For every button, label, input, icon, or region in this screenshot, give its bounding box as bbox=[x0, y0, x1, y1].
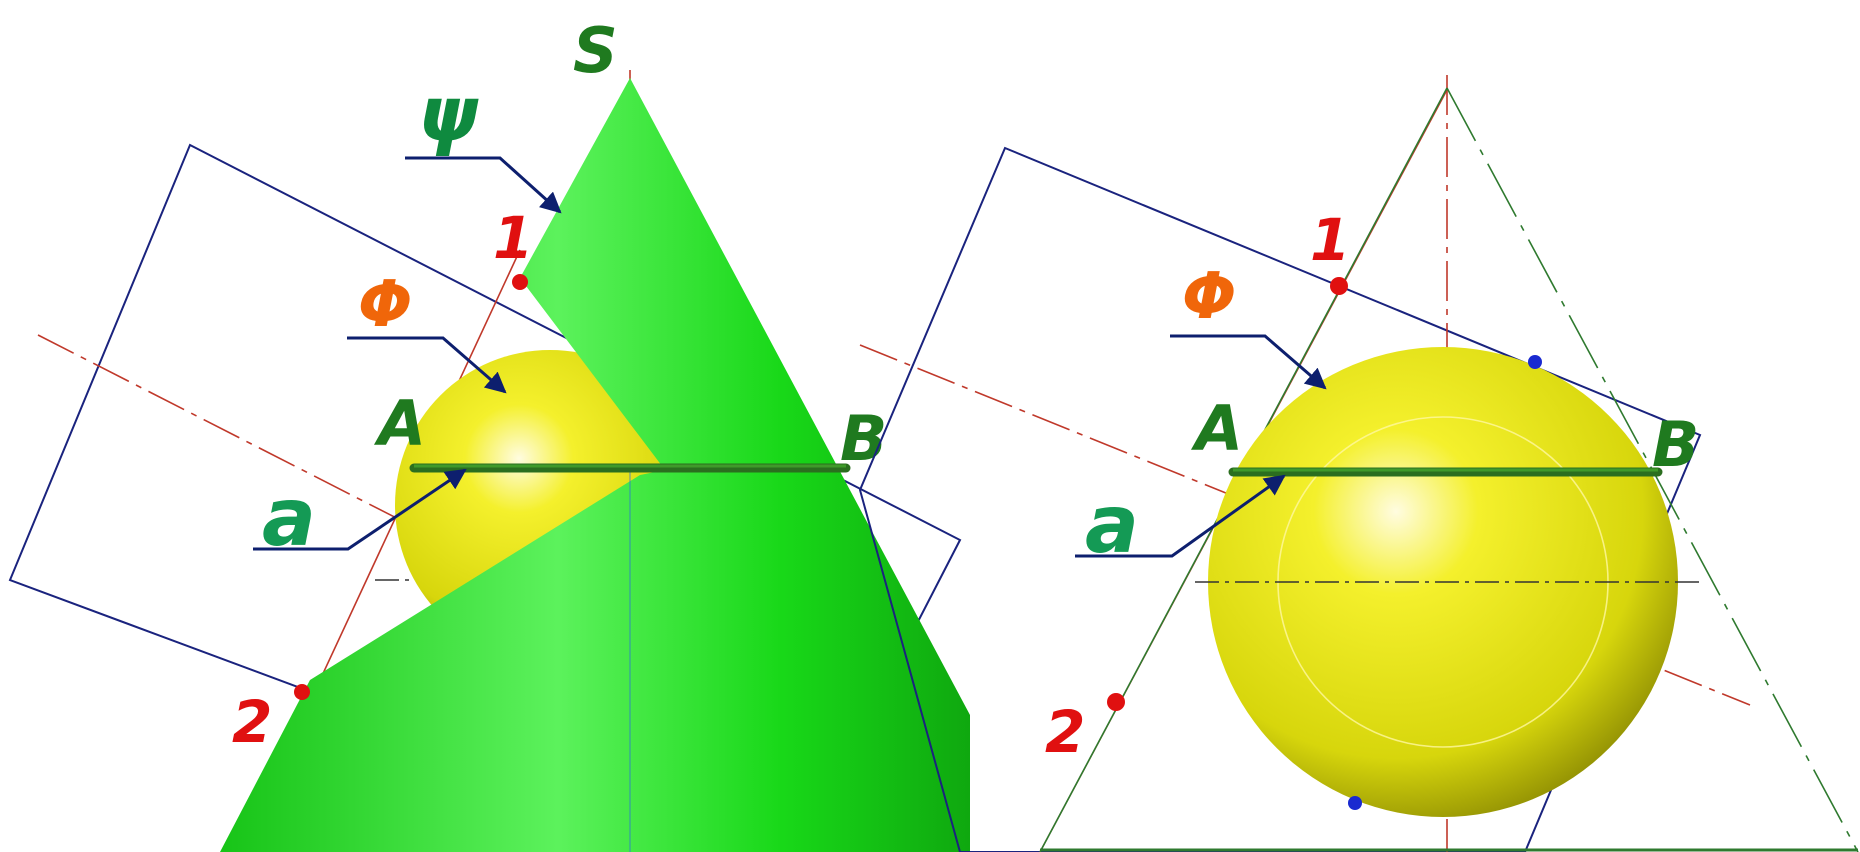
right-point-2-marker bbox=[1107, 693, 1125, 711]
right-point-1-marker bbox=[1330, 277, 1348, 295]
left-label-a-line: a bbox=[262, 471, 316, 564]
right-view: 1 Φ A B a 2 bbox=[858, 75, 1859, 852]
right-blue-point-bottom bbox=[1348, 796, 1362, 810]
left-point-1-marker bbox=[512, 274, 528, 290]
left-cone bbox=[220, 78, 970, 852]
left-label-2: 2 bbox=[232, 688, 272, 756]
left-point-2-marker bbox=[294, 684, 310, 700]
left-leader-phi bbox=[347, 336, 507, 394]
right-leader-a bbox=[1075, 474, 1286, 558]
left-label-a-point: A bbox=[373, 387, 426, 460]
left-label-1: 1 bbox=[493, 204, 533, 272]
right-label-phi: Φ bbox=[1182, 260, 1236, 334]
left-view: S ψ 1 Φ A B a 2 bbox=[8, 14, 970, 852]
right-label-a-line: a bbox=[1085, 478, 1139, 571]
left-leader-a bbox=[253, 468, 467, 551]
left-label-s: S bbox=[573, 14, 618, 87]
right-blue-point-top bbox=[1528, 355, 1542, 369]
left-label-b-point: B bbox=[840, 402, 887, 475]
right-label-b-point: B bbox=[1652, 408, 1699, 481]
right-axis-inclined bbox=[859, 344, 1751, 706]
right-label-2: 2 bbox=[1045, 698, 1085, 766]
right-label-a-point: A bbox=[1190, 392, 1243, 465]
left-label-phi: Φ bbox=[358, 268, 412, 342]
right-label-1: 1 bbox=[1310, 206, 1350, 274]
left-leader-psi bbox=[405, 156, 562, 214]
left-label-psi: ψ bbox=[418, 69, 479, 158]
right-leader-phi bbox=[1170, 334, 1327, 390]
right-plane-frame bbox=[858, 146, 1702, 852]
